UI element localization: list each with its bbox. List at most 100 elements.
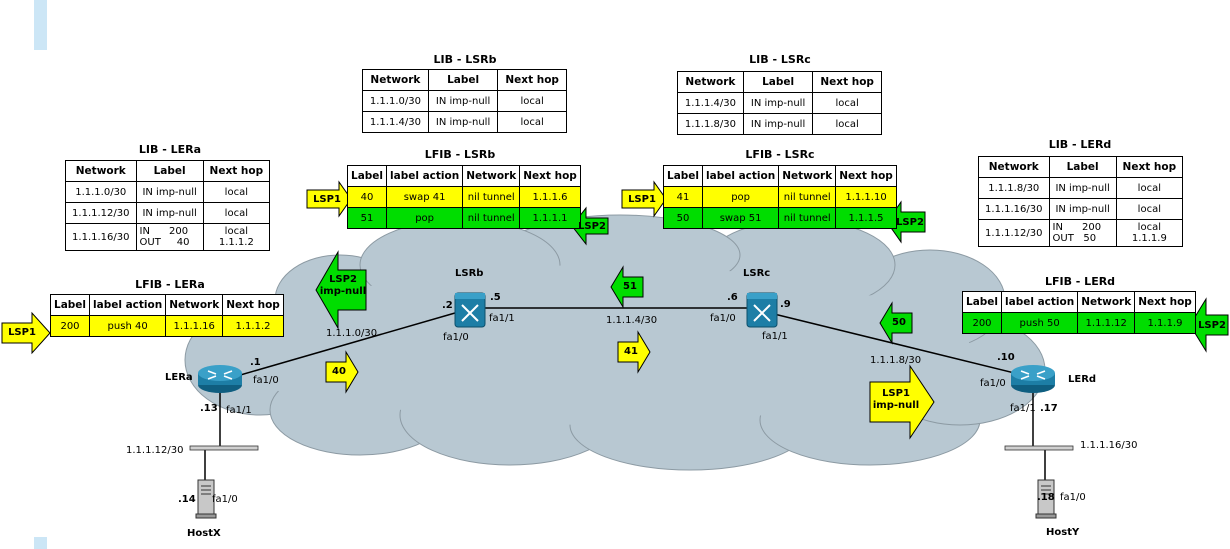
lsp2-lsrb-text: LSP2 xyxy=(578,221,606,232)
lib-lsrc-col-network: Network xyxy=(677,71,744,93)
if-c-f11: fa1/1 xyxy=(762,331,788,342)
label-in: IN 200 xyxy=(139,226,189,237)
lfib-lsrc-col-nexthop: Next hop xyxy=(835,165,897,187)
cell-network: 1.1.1.16/30 xyxy=(65,223,137,251)
cell-label: 200 xyxy=(49,315,91,337)
label-out: OUT 50 xyxy=(1052,233,1097,244)
lib-lerd-col-nexthop: Next hop xyxy=(1115,156,1184,178)
lib-lsrc-col-nexthop: Next hop xyxy=(812,71,882,93)
lib-lerd-table: Network Label Next hop 1.1.1.8/30 IN imp… xyxy=(978,156,1184,247)
lan-segments xyxy=(189,445,1074,451)
lib-lera-col-label: Label xyxy=(135,160,204,182)
lfib-lsrb-col-label: Label xyxy=(346,165,388,187)
table-row: 40 swap 41 nil tunnel 1.1.1.6 xyxy=(346,186,581,208)
lfib-lsrc-col-action: label action xyxy=(702,165,780,187)
lib-lerd-col-network: Network xyxy=(978,156,1050,178)
cell-network: 1.1.1.12/30 xyxy=(65,202,137,224)
addr-a1: .1 xyxy=(250,357,261,368)
nexthop-out: 1.1.1.2 xyxy=(218,237,254,248)
cell-network: 1.1.1.0/30 xyxy=(65,181,137,203)
cell-nexthop: 1.1.1.10 xyxy=(835,186,897,208)
lfib-lsrb-col-nexthop: Next hop xyxy=(519,165,581,187)
device-hosty-label: HostY xyxy=(1046,527,1080,538)
subnet-cd: 1.1.1.8/30 xyxy=(870,355,922,366)
if-x-f10: fa1/0 xyxy=(212,494,238,505)
cell-action: push 50 xyxy=(1001,312,1079,334)
lib-lsrc-table: Network Label Next hop 1.1.1.4/30 IN imp… xyxy=(677,71,882,135)
lfib-lerd-col-label: Label xyxy=(961,291,1003,313)
lfib-lsrc-col-label: Label xyxy=(662,165,704,187)
addr-a13: .13 xyxy=(200,403,218,414)
lfib-lsrc-col-network: Network xyxy=(778,165,837,187)
if-y-f10: fa1/0 xyxy=(1060,492,1086,503)
lsp1-lsrc-text: LSP1 xyxy=(628,194,656,205)
lfib-lerd-col-action: label action xyxy=(1001,291,1079,313)
cell-network: 1.1.1.12/30 xyxy=(978,219,1050,247)
cell-label: IN imp-null xyxy=(135,181,204,203)
mpls-cloud xyxy=(184,214,1046,471)
cell-nexthop: 1.1.1.2 xyxy=(222,315,284,337)
cell-nexthop: local xyxy=(1115,177,1184,199)
lsp2-impnull-text-1: LSP2 xyxy=(329,274,357,285)
addr-c6: .6 xyxy=(727,292,738,303)
lib-lera-table: Network Label Next hop 1.1.1.0/30 IN imp… xyxy=(65,160,271,251)
left-accent-bar-top xyxy=(34,0,47,50)
cell-label: IN imp-null xyxy=(742,113,814,135)
lib-lerd-title: LIB - LERd xyxy=(1048,138,1112,151)
cell-label: 200 xyxy=(961,312,1003,334)
table-row: 1.1.1.4/30 IN imp-null local xyxy=(362,111,567,133)
lib-lsrb-col-label: Label xyxy=(427,69,499,91)
cell-nexthop: local xyxy=(812,92,882,114)
cell-nexthop: 1.1.1.1 xyxy=(519,207,581,229)
table-row: 1.1.1.8/30 IN imp-null local xyxy=(677,113,882,135)
table-row: 200 push 40 1.1.1.16 1.1.1.2 xyxy=(49,315,284,337)
lfib-lsrb-col-action: label action xyxy=(386,165,464,187)
lfib-lerd-col-nexthop: Next hop xyxy=(1134,291,1196,313)
router-lera-icon[interactable] xyxy=(198,365,242,393)
left-accent-bar-bottom xyxy=(34,537,47,549)
router-lerd-icon[interactable] xyxy=(1011,365,1055,393)
nexthop-in: local xyxy=(1137,222,1161,233)
device-hostx-label: HostX xyxy=(187,528,221,539)
switch-lsrc-icon[interactable] xyxy=(746,292,778,328)
cell-nexthop: local xyxy=(497,111,567,133)
label-51-arrow xyxy=(610,265,644,309)
label-40-text: 40 xyxy=(332,366,346,377)
cell-network: 1.1.1.16 xyxy=(165,315,224,337)
cell-network: 1.1.1.16/30 xyxy=(978,198,1050,220)
if-d-f11: fa1/1 xyxy=(1010,403,1036,414)
lfib-lera-col-label: Label xyxy=(49,294,91,316)
table-row: 50 swap 51 nil tunnel 1.1.1.5 xyxy=(662,207,897,229)
host-x-icon[interactable] xyxy=(195,479,217,519)
label-50-arrow xyxy=(879,301,913,345)
cell-action: swap 51 xyxy=(702,207,780,229)
switch-lsrb-icon[interactable] xyxy=(454,292,486,328)
label-40-arrow xyxy=(325,350,359,394)
cell-nexthop: 1.1.1.9 xyxy=(1134,312,1196,334)
nexthop-in: local xyxy=(224,226,248,237)
table-row: 1.1.1.0/30 IN imp-null local xyxy=(65,181,271,203)
label-50-text: 50 xyxy=(892,317,906,328)
cell-nexthop: local xyxy=(202,181,271,203)
host-y-icon[interactable] xyxy=(1035,479,1057,519)
label-out: OUT 40 xyxy=(139,237,190,248)
lfib-lera-table: Label label action Network Next hop 200 … xyxy=(49,294,284,337)
cell-label: 40 xyxy=(346,186,388,208)
cell-network: 1.1.1.12 xyxy=(1077,312,1136,334)
lsp1-arrow-lsrb xyxy=(306,180,352,218)
lsp1-arrow-lsrc xyxy=(621,180,667,218)
cell-label: 41 xyxy=(662,186,704,208)
if-b-f11: fa1/1 xyxy=(489,313,515,324)
lsp2-lerd-text: LSP2 xyxy=(1198,320,1226,331)
if-d-f10: fa1/0 xyxy=(980,378,1006,389)
addr-b2: .2 xyxy=(442,300,453,311)
subnet-dy: 1.1.1.16/30 xyxy=(1080,440,1138,451)
cell-label: IN imp-null xyxy=(427,90,499,112)
table-row: 51 pop nil tunnel 1.1.1.1 xyxy=(346,207,581,229)
lib-lsrc-col-label: Label xyxy=(742,71,814,93)
lsp1-lsrb-text: LSP1 xyxy=(313,194,341,205)
cell-label: IN imp-null xyxy=(135,202,204,224)
table-row: 1.1.1.8/30 IN imp-null local xyxy=(978,177,1184,199)
device-lsrb-label: LSRb xyxy=(455,268,484,279)
cell-network: 1.1.1.4/30 xyxy=(362,111,429,133)
